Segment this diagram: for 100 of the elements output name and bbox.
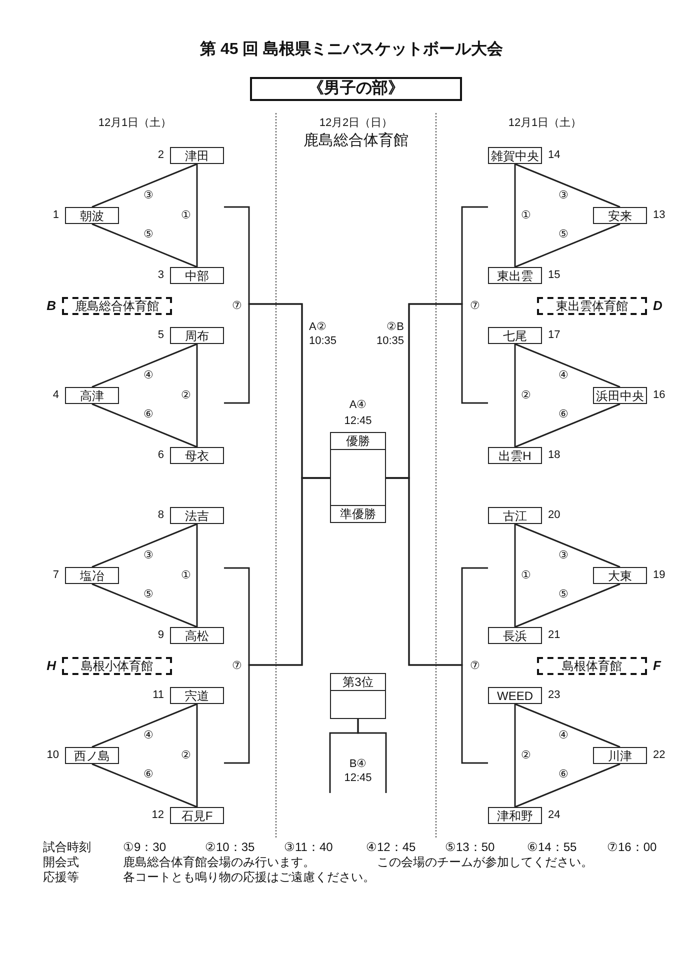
venue-name: 島根小体育館 bbox=[81, 660, 153, 672]
match-label: B④ 12:45 bbox=[343, 757, 373, 786]
third-place-box bbox=[330, 673, 386, 719]
seed-number: 18 bbox=[548, 448, 560, 463]
team-name: 安来 bbox=[608, 210, 632, 222]
edge-label: ③ bbox=[142, 550, 155, 562]
team-name: 川津 bbox=[608, 750, 632, 762]
edge-label: ① bbox=[180, 210, 192, 221]
match-line bbox=[514, 343, 620, 388]
seed-number: 24 bbox=[548, 808, 560, 823]
team-box bbox=[170, 507, 224, 524]
schedule-heading: 応援等 bbox=[43, 870, 79, 886]
edge-label: ⑥ bbox=[142, 770, 155, 781]
match-line bbox=[92, 583, 198, 628]
team-name: 周布 bbox=[185, 330, 209, 342]
date-label: 12月2日（日） bbox=[319, 116, 393, 130]
match-number: ⑦ bbox=[470, 299, 480, 314]
team-name: 七尾 bbox=[503, 330, 527, 342]
team-name: 宍道 bbox=[185, 690, 209, 702]
venue-label: 鹿島総合体育館 bbox=[304, 131, 408, 150]
schedule-heading: 開会式 bbox=[43, 855, 79, 870]
team-box bbox=[593, 747, 647, 764]
notice-text: この会場のチームが参加してください。 bbox=[377, 855, 593, 871]
schedule-time: ⑤13：50 bbox=[445, 840, 495, 856]
bracket-line bbox=[386, 477, 488, 764]
team-name: 朝波 bbox=[80, 210, 104, 222]
schedule-heading: 試合時刻 bbox=[43, 840, 91, 856]
venue-box bbox=[537, 657, 647, 675]
final-box bbox=[330, 432, 386, 523]
edge-label: ⑤ bbox=[142, 590, 155, 601]
team-name: 石見F bbox=[181, 810, 213, 822]
match-line bbox=[92, 223, 198, 268]
team-box bbox=[488, 627, 542, 644]
match-line bbox=[92, 763, 198, 808]
team-box bbox=[593, 567, 647, 584]
court-letter: B bbox=[46, 298, 56, 314]
team-box bbox=[65, 387, 119, 404]
team-box bbox=[488, 267, 542, 284]
venue-box bbox=[62, 297, 172, 315]
team-box bbox=[170, 807, 224, 824]
edge-label: ⑥ bbox=[142, 410, 155, 421]
match-label: A④ 12:45 bbox=[343, 398, 373, 429]
match-line bbox=[514, 523, 620, 568]
match-line bbox=[196, 164, 198, 267]
team-box bbox=[488, 147, 542, 164]
seed-number: 8 bbox=[158, 508, 164, 523]
seed-number: 3 bbox=[158, 268, 164, 283]
venue-box bbox=[62, 657, 172, 675]
seed-number: 11 bbox=[152, 688, 164, 703]
team-name: 東出雲 bbox=[497, 270, 533, 282]
team-name: 大東 bbox=[608, 570, 632, 582]
edge-label: ① bbox=[520, 210, 532, 221]
seed-number: 22 bbox=[653, 748, 666, 763]
team-name: 塩冶 bbox=[80, 570, 104, 582]
seed-number: 6 bbox=[158, 448, 164, 463]
team-name: 雑賀中央 bbox=[491, 150, 539, 162]
seed-number: 19 bbox=[653, 568, 666, 583]
edge-label: ⑥ bbox=[557, 410, 570, 421]
schedule-time: ⑥14：55 bbox=[527, 840, 577, 856]
match-number: ⑦ bbox=[470, 659, 480, 674]
seed-number: 12 bbox=[152, 808, 164, 823]
seed-number: 10 bbox=[46, 748, 59, 763]
match-line bbox=[196, 524, 198, 627]
team-box bbox=[170, 447, 224, 464]
team-name: 高松 bbox=[185, 630, 209, 642]
date-label: 12月1日（土） bbox=[508, 116, 582, 130]
edge-label: ⑥ bbox=[557, 770, 570, 781]
match-label: ②B 10:35 bbox=[375, 320, 404, 349]
team-box bbox=[170, 267, 224, 284]
seed-number: 20 bbox=[548, 508, 560, 523]
winner-label: 優勝 bbox=[331, 433, 385, 450]
team-name: 浜田中央 bbox=[596, 390, 644, 402]
match-number: ⑦ bbox=[232, 659, 242, 674]
match-line bbox=[514, 704, 516, 807]
team-box bbox=[488, 327, 542, 344]
team-box bbox=[593, 207, 647, 224]
seed-number: 13 bbox=[653, 208, 666, 223]
third-place-label: 第3位 bbox=[331, 674, 385, 691]
team-name: 出雲H bbox=[498, 450, 532, 462]
edge-label: ⑤ bbox=[142, 230, 155, 241]
edge-label: ③ bbox=[142, 190, 155, 202]
seed-number: 2 bbox=[158, 148, 164, 163]
section-heading: 《男子の部》 bbox=[308, 81, 404, 97]
date-label: 12月1日（土） bbox=[98, 116, 172, 130]
venue-name: 東出雲体育館 bbox=[556, 300, 628, 312]
match-line bbox=[92, 163, 198, 208]
schedule-time: ③11：40 bbox=[284, 840, 333, 856]
match-line bbox=[92, 703, 198, 748]
team-box bbox=[65, 207, 119, 224]
team-name: 津田 bbox=[185, 150, 209, 162]
seed-number: 14 bbox=[548, 148, 560, 163]
match-line bbox=[514, 524, 516, 627]
match-line bbox=[92, 403, 198, 448]
notice-text: 鹿島総合体育館会場のみ行います。 bbox=[123, 855, 315, 870]
edge-label: ② bbox=[520, 750, 532, 761]
team-name: 西ノ島 bbox=[74, 750, 110, 762]
venue-name: 島根体育館 bbox=[562, 660, 622, 672]
seed-number: 7 bbox=[52, 568, 59, 583]
seed-number: 5 bbox=[158, 328, 164, 343]
venue-box bbox=[537, 297, 647, 315]
